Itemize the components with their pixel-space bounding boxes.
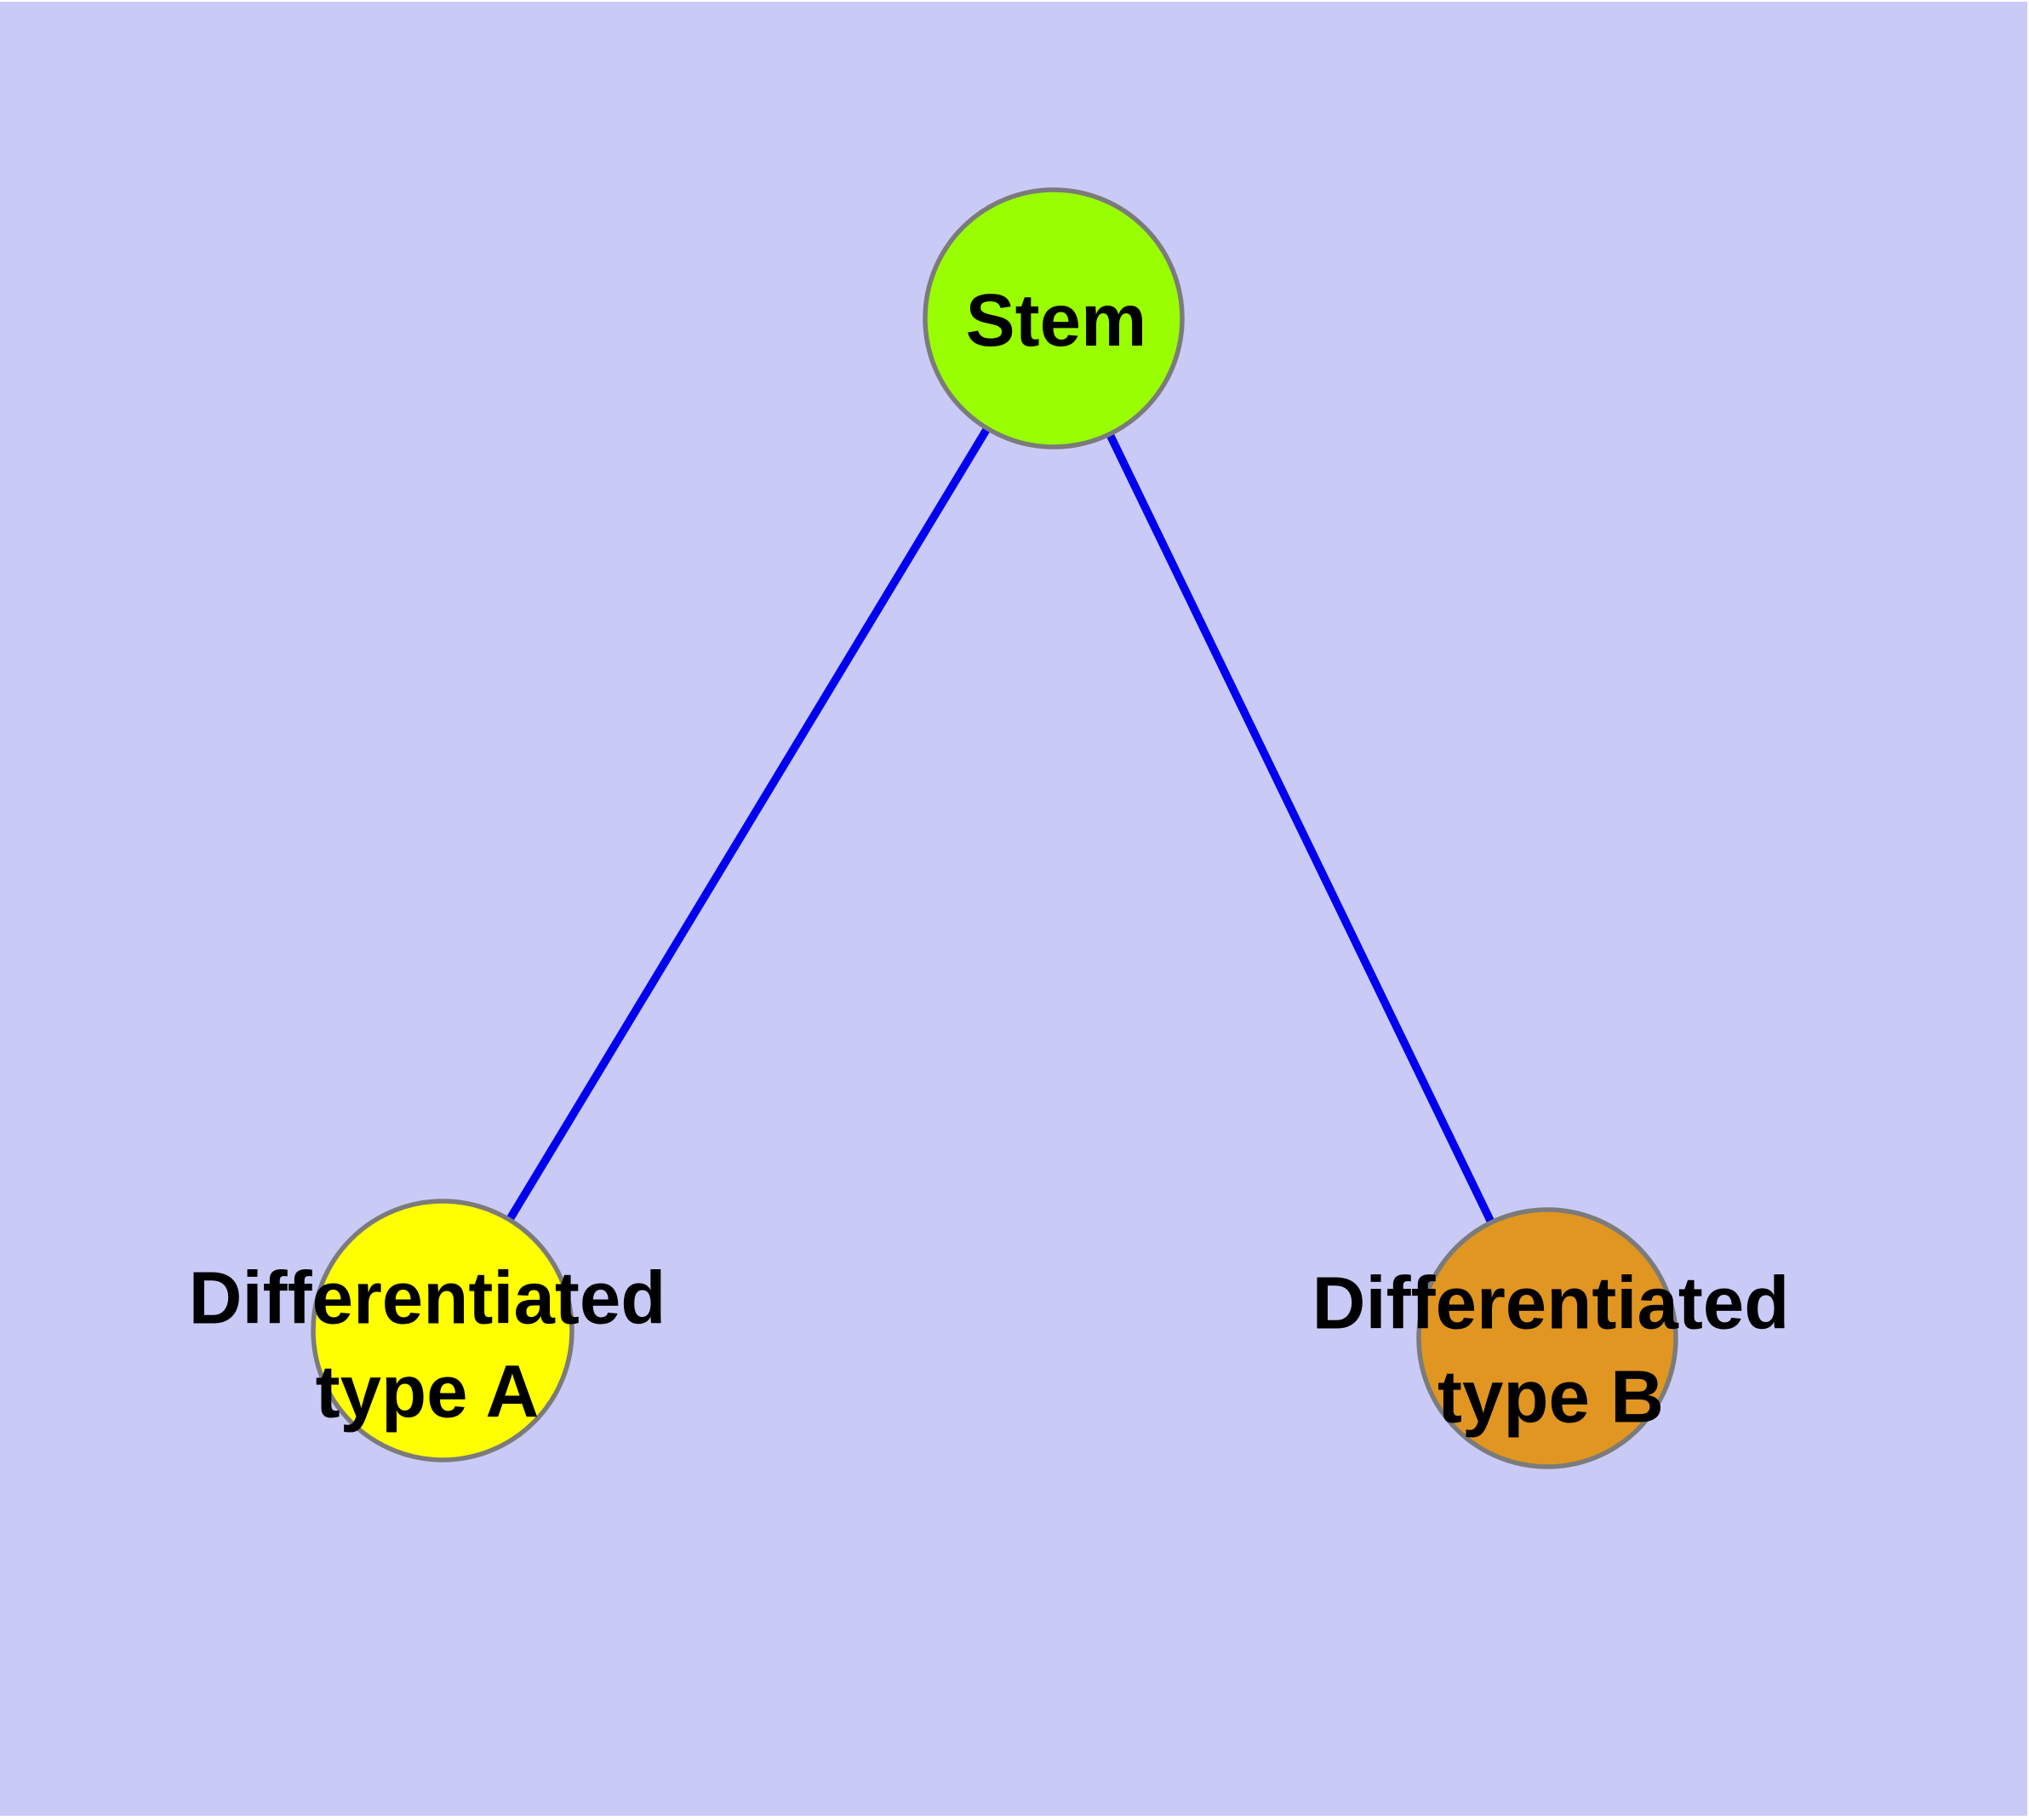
node-stem-label: Stem [965,279,1147,363]
node-type-a-label: Differentiated type A [189,1251,666,1438]
edge-stem-to-type-b [1049,316,1552,1341]
node-type-b-label: Differentiated type B [1312,1256,1790,1443]
node-type-a-label-line2: type A [315,1350,540,1433]
node-type-a-label-line1: Differentiated [188,1256,666,1340]
node-type-b-circle [1416,1207,1678,1469]
node-type-a-circle [311,1199,574,1462]
edge-stem-to-type-a [438,316,1058,1333]
node-type-b-label-line1: Differentiated [1312,1262,1790,1345]
node-stem-circle [923,187,1185,449]
node-type-b-label-line2: type B [1437,1355,1664,1438]
